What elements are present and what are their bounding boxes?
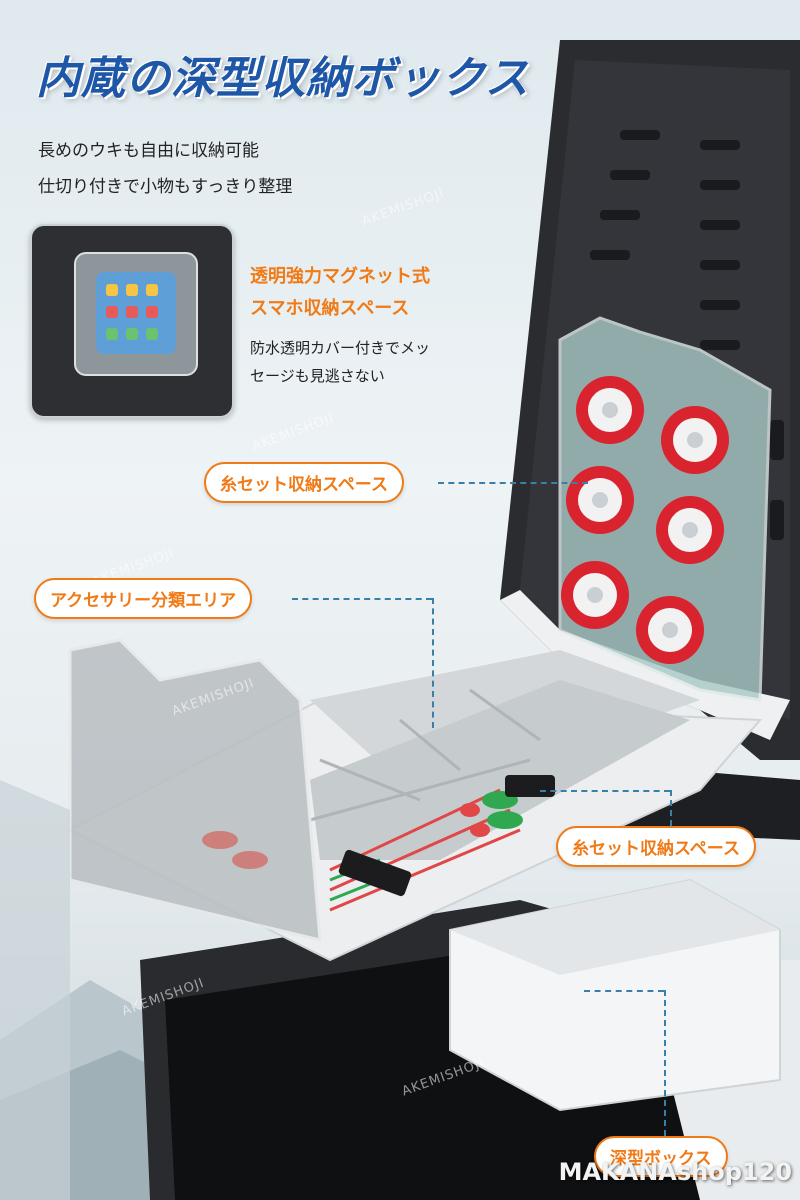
leader-line [670,790,672,826]
callout-line-storage-side: 糸セット収納スペース [556,826,756,867]
line-spools [561,376,729,664]
inset-heading-1: 透明強力マグネット式 [250,266,430,287]
inset-desc-2: セージも見逃さない [250,367,385,385]
phone-storage-inset [30,224,234,418]
store-name: MAKANAshop120 [558,1158,792,1186]
subtitle-line-1: 長めのウキも自由に収納可能 [38,141,259,161]
phone-icon [96,272,176,354]
leader-line [438,482,588,484]
callout-line-storage-top: 糸セット収納スペース [204,462,404,503]
leader-line [292,598,432,600]
leader-line [540,790,670,792]
inset-heading-2: スマホ収納スペース [250,298,410,319]
inset-desc-1: 防水透明カバー付きでメッ [250,339,431,357]
leader-line [664,990,666,1136]
leader-line [432,598,434,728]
callout-deep-box: 深型ボックス [594,1136,728,1177]
page-title: 内蔵の深型収納ボックス [36,53,530,104]
leader-line [584,990,664,992]
subtitle-line-2: 仕切り付きで小物もすっきり整理 [38,177,293,197]
phone-cover [74,252,198,376]
callout-accessory-area: アクセサリー分類エリア [34,578,253,619]
